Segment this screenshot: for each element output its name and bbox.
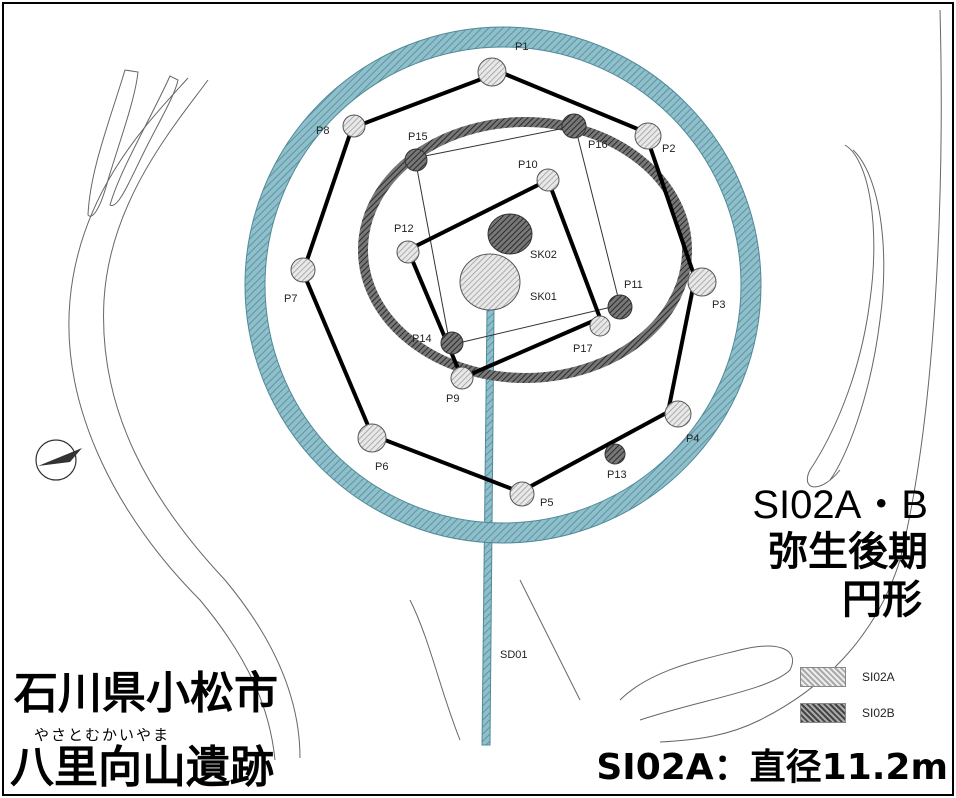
label-p4: P4 <box>686 433 699 445</box>
post-hole-p16 <box>561 113 587 139</box>
legend-swatch-dark <box>800 703 846 723</box>
post-hole-p15 <box>404 148 428 172</box>
label-p2: P2 <box>662 143 675 155</box>
label-p12: P12 <box>394 223 414 235</box>
diameter-note: SI02A：直径11.2m <box>596 747 948 788</box>
site-reading: やさとむかいやま <box>34 726 171 744</box>
post-hole-p8 <box>342 114 366 138</box>
terrain-contours <box>68 9 942 761</box>
label-p8: P8 <box>316 125 329 137</box>
north-arrow-icon <box>35 439 82 481</box>
title-block: SI02A・B 弥生後期 円形 <box>752 482 928 624</box>
outer-ditch-ring <box>244 26 762 544</box>
label-p16: P16 <box>588 139 608 151</box>
post-hole-p12 <box>396 240 420 264</box>
label-p14: P14 <box>412 333 432 345</box>
label-p1: P1 <box>515 41 528 53</box>
post-hole-p9 <box>450 366 474 390</box>
post-hole-p13 <box>604 443 626 465</box>
label-p10: P10 <box>518 159 538 171</box>
period-label: 弥生後期 <box>768 529 928 575</box>
label-p9: P9 <box>446 393 459 405</box>
site-name: 八里向山遺跡 <box>10 742 274 793</box>
post-hole-p10 <box>536 168 560 192</box>
post-hole-p11 <box>607 294 633 320</box>
post-hole-p4 <box>664 400 692 428</box>
label-p11: P11 <box>624 279 643 291</box>
pit-sk02 <box>487 213 533 255</box>
legend-label: SI02B <box>862 706 895 720</box>
post-hole-p2 <box>634 122 662 150</box>
shape-label: 円形 <box>842 577 922 623</box>
label-p15: P15 <box>408 131 428 143</box>
pit-sk01 <box>459 253 521 311</box>
label-p17: P17 <box>573 343 593 355</box>
post-hole-p3 <box>687 267 717 297</box>
label-p13: P13 <box>607 469 627 481</box>
post-hole-p1 <box>477 57 507 87</box>
legend: SI02A SI02B <box>800 664 895 736</box>
post-hole-p6 <box>357 423 387 453</box>
prefecture-city: 石川県小松市 <box>14 668 278 719</box>
label-sd01: SD01 <box>500 649 528 661</box>
post-hole-p14 <box>440 331 464 355</box>
label-p3: P3 <box>712 299 725 311</box>
legend-swatch-light <box>800 667 846 687</box>
post-hole-p7 <box>290 257 316 283</box>
label-sk02: SK02 <box>530 249 557 261</box>
legend-item-si02a: SI02A <box>800 664 895 690</box>
label-p7: P7 <box>284 293 297 305</box>
legend-label: SI02A <box>862 670 895 684</box>
post-hole-p5 <box>509 481 535 507</box>
label-sk01: SK01 <box>530 291 557 303</box>
legend-item-si02b: SI02B <box>800 700 895 726</box>
label-p5: P5 <box>540 497 553 509</box>
feature-id: SI02A・B <box>752 483 928 527</box>
post-hole-p17 <box>589 315 611 337</box>
label-p6: P6 <box>375 461 388 473</box>
